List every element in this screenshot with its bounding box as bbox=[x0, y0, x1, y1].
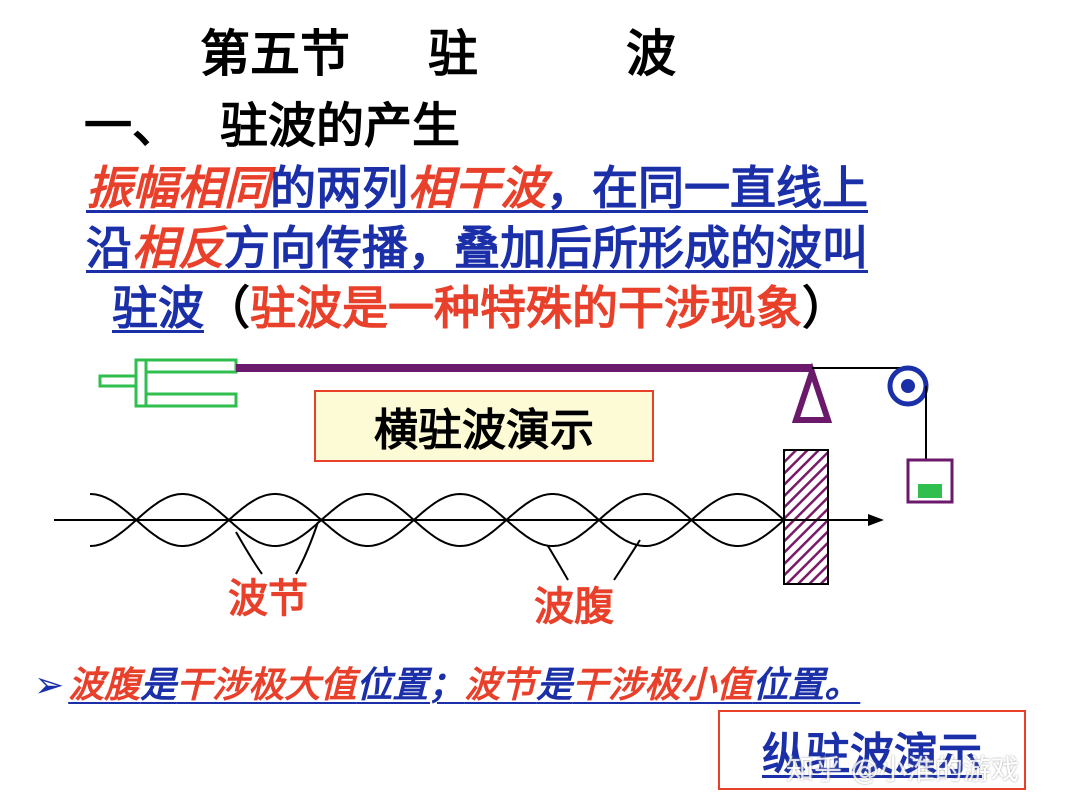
bullet-position-2: 位置。 bbox=[752, 665, 861, 706]
bullet-is-1: 是 bbox=[140, 665, 177, 706]
paren-close: ） bbox=[802, 281, 848, 335]
watermark: 知乎 @小淮的游戏 bbox=[786, 753, 1019, 786]
node-label: 波节 bbox=[228, 576, 308, 622]
paren-open: （ bbox=[204, 281, 250, 335]
longitudinal-demo-label: 纵驻波演示 bbox=[762, 729, 982, 780]
weight bbox=[906, 458, 954, 504]
section-heading: 一、驻波的产生 bbox=[84, 86, 460, 156]
definition-line-2: 沿相反方向传播，叠加后所形成的波叫 bbox=[86, 220, 868, 276]
term-standing-wave: 驻波 bbox=[112, 281, 204, 335]
axis-arrow bbox=[54, 514, 884, 526]
transverse-demo-button[interactable]: 横驻波演示 bbox=[314, 390, 654, 462]
definition-note: 驻波是一种特殊的干涉现象 bbox=[250, 281, 802, 335]
fixed-wall bbox=[783, 449, 829, 585]
bullet-max: 干涉极大值 bbox=[176, 665, 357, 706]
definition-text-2: ，在同一直线上 bbox=[546, 161, 868, 215]
bridge bbox=[791, 362, 833, 423]
heading-number: 一、 bbox=[84, 98, 181, 154]
bullet-min: 干涉极小值 bbox=[572, 665, 753, 706]
vibrator-clamp bbox=[98, 358, 238, 408]
title-char-2: 波 bbox=[626, 25, 676, 83]
pulley bbox=[887, 365, 929, 407]
wave-curve-lower bbox=[89, 493, 785, 548]
longitudinal-demo-button[interactable]: 纵驻波演示 bbox=[718, 710, 1026, 790]
leader-lines bbox=[235, 521, 641, 581]
page-title: 第五节 驻 波 bbox=[200, 14, 676, 86]
term-same-amplitude: 振幅相同 bbox=[86, 161, 270, 215]
bullet-is-2: 是 bbox=[536, 665, 573, 706]
definition-text-3: 沿 bbox=[86, 221, 132, 275]
bullet-arrow-icon: ➢ bbox=[34, 665, 65, 706]
term-coherent-wave: 相干波 bbox=[408, 161, 546, 215]
term-opposite: 相反 bbox=[132, 221, 224, 275]
heading-text: 驻波的产生 bbox=[220, 98, 461, 154]
wave-curve-upper bbox=[89, 492, 785, 547]
definition-text-4: 方向传播，叠加后所形成的波叫 bbox=[224, 221, 868, 275]
bullet-position-1: 位置； bbox=[356, 665, 465, 706]
definition-line-1: 振幅相同的两列相干波，在同一直线上 bbox=[86, 160, 868, 216]
antinode-label: 波腹 bbox=[534, 584, 614, 630]
title-section: 第五节 bbox=[200, 25, 350, 83]
bullet-node: 波节 bbox=[464, 665, 537, 706]
definition-text-1: 的两列 bbox=[270, 161, 408, 215]
bullet-antinode: 波腹 bbox=[68, 665, 141, 706]
title-char-1: 驻 bbox=[428, 25, 478, 83]
definition-line-3: 驻波（驻波是一种特殊的干涉现象） bbox=[112, 280, 848, 336]
summary-bullet: ➢波腹是干涉极大值位置；波节是干涉极小值位置。 bbox=[34, 656, 860, 708]
